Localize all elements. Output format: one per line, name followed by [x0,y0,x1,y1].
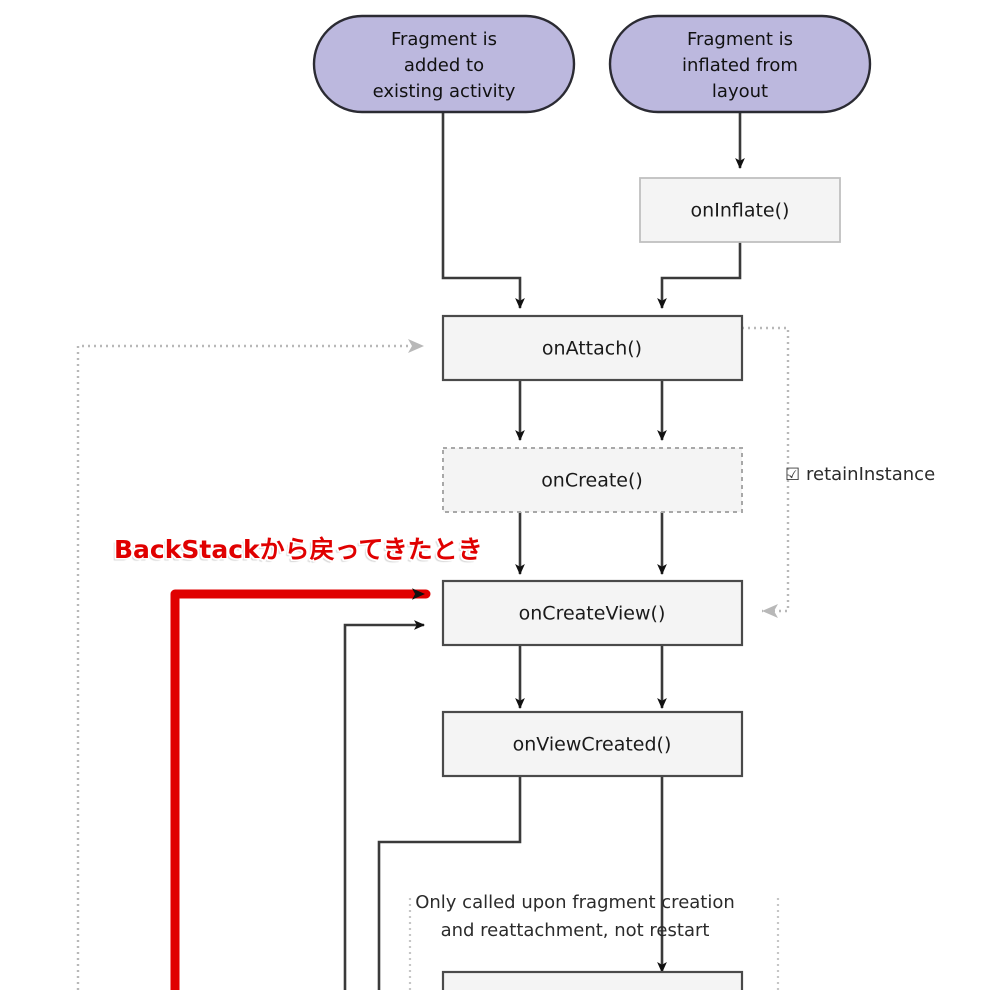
note-only-called-line-1: Only called upon fragment creation [415,892,735,913]
node-on-create-label: onCreate() [541,470,643,492]
annotation-backstack-label: BackStackから戻ってきたとき [114,535,483,564]
note-only-called-line-2: and reattachment, not restart [441,920,710,941]
node-on-inflate-label: onInflate() [691,200,790,222]
note-retain-instance: ☑ retainInstance [785,464,935,485]
node-on-create-view-label: onCreateView() [519,603,666,625]
dotted-return-path-left [76,339,424,990]
node-fragment-added-to-existing-activity[interactable]: Fragment is added to existing activity [312,14,576,114]
note-only-called: Only called upon fragment creation and r… [415,892,735,941]
node-on-create-view[interactable]: onCreateView() [441,579,744,647]
node-on-view-created[interactable]: onViewCreated() [441,710,744,778]
start-node-2-line-1: Fragment is [687,29,793,50]
node-on-inflate[interactable]: onInflate() [639,177,841,243]
node-on-view-created-label: onViewCreated() [513,734,672,756]
edge-return-to-on-create-view [343,620,425,990]
edge-on-view-created-down-left [377,776,522,990]
edge-on-inflate-to-on-attach [657,242,742,309]
start-node-line-1: Fragment is [391,29,497,50]
backstack-red-arrow [170,588,431,990]
start-node-2-line-3: layout [712,81,768,102]
node-bottom-partial[interactable] [441,970,744,990]
node-fragment-inflated-from-layout[interactable]: Fragment is inflated from layout [608,14,872,114]
edge-added-to-on-attach [441,112,525,309]
node-on-create[interactable]: onCreate() [442,447,743,513]
note-retain-instance-label: retainInstance [806,464,935,485]
dotted-retain-instance-path [742,326,790,618]
node-on-attach-label: onAttach() [542,338,642,360]
start-node-2-line-2: inflated from [682,55,798,76]
start-node-line-3: existing activity [373,81,516,102]
start-node-line-2: added to [404,55,484,76]
node-on-attach[interactable]: onAttach() [441,314,744,382]
checkbox-icon: ☑ [785,465,800,485]
